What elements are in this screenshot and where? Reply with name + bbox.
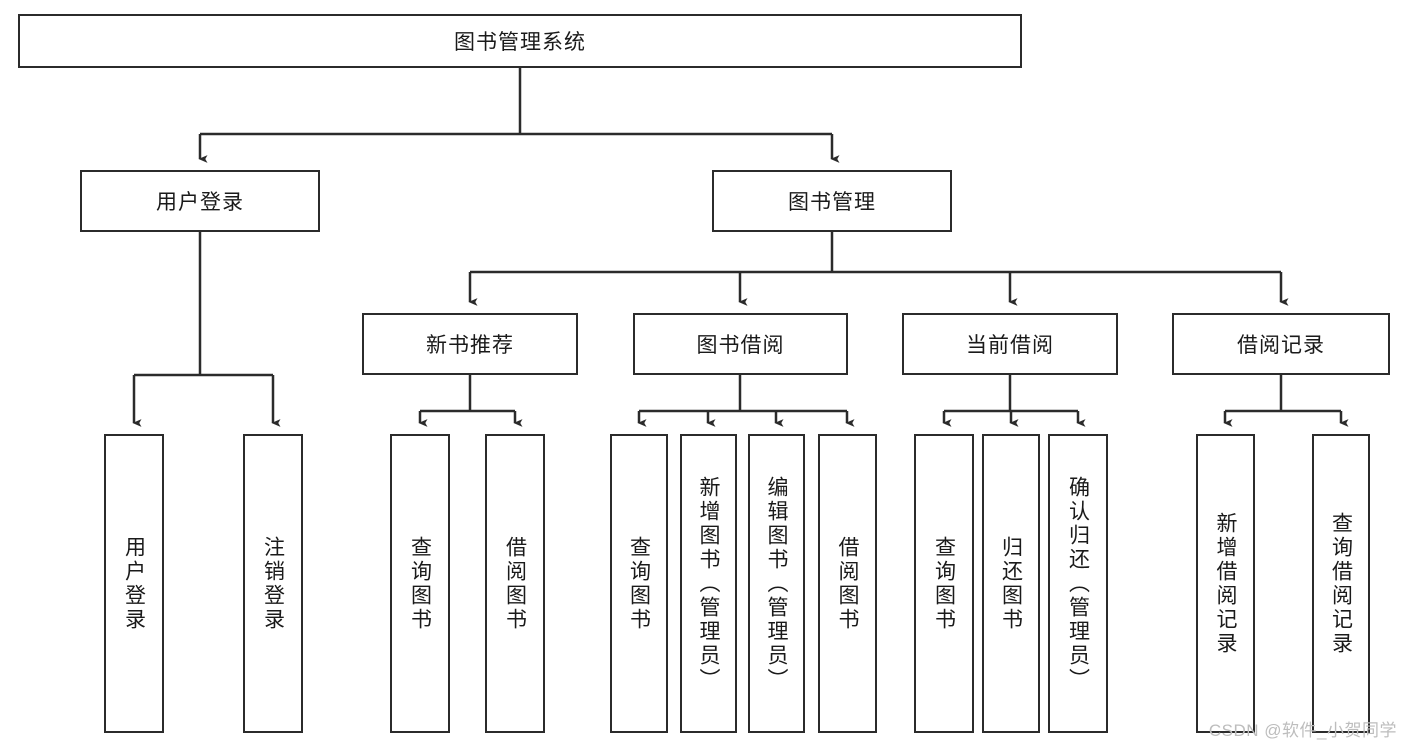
node-return-book[interactable]: 归还图书 [982, 434, 1040, 733]
node-root-title[interactable]: 图书管理系统 [18, 14, 1022, 68]
node-new-book-recommend[interactable]: 新书推荐 [362, 313, 578, 375]
node-add-borrow-record[interactable]: 新增借阅记录 [1196, 434, 1255, 733]
node-query-book-current[interactable]: 查询图书 [914, 434, 974, 733]
node-label: 查询图书 [932, 535, 956, 632]
node-borrow-book-recommend[interactable]: 借阅图书 [485, 434, 545, 733]
node-label: 编辑图书（管理员） [765, 475, 788, 692]
node-label: 查询图书 [408, 535, 432, 632]
node-current-borrow[interactable]: 当前借阅 [902, 313, 1118, 375]
node-label: 图书管理 [788, 191, 876, 214]
node-user-login-leaf[interactable]: 用户登录 [104, 434, 164, 733]
node-label: 归还图书 [999, 535, 1023, 632]
node-book-borrow[interactable]: 图书借阅 [633, 313, 848, 375]
node-label: 图书管理系统 [454, 31, 586, 54]
node-label: 用户登录 [156, 191, 244, 214]
node-label: 用户登录 [122, 535, 146, 632]
node-label: 新增图书（管理员） [697, 475, 720, 692]
node-book-management[interactable]: 图书管理 [712, 170, 952, 232]
node-confirm-return-admin[interactable]: 确认归还（管理员） [1048, 434, 1108, 733]
node-label: 确认归还（管理员） [1066, 475, 1090, 692]
node-label: 注销登录 [261, 535, 285, 632]
node-query-borrow-record[interactable]: 查询借阅记录 [1312, 434, 1370, 733]
node-logout-leaf[interactable]: 注销登录 [243, 434, 303, 733]
node-label: 新增借阅记录 [1214, 511, 1237, 656]
node-label: 查询图书 [627, 535, 651, 632]
node-borrow-book[interactable]: 借阅图书 [818, 434, 877, 733]
node-query-book-borrow[interactable]: 查询图书 [610, 434, 668, 733]
node-query-book-recommend[interactable]: 查询图书 [390, 434, 450, 733]
node-add-book-admin[interactable]: 新增图书（管理员） [680, 434, 737, 733]
node-label: 新书推荐 [426, 334, 514, 357]
node-label: 借阅记录 [1237, 334, 1325, 357]
node-label: 借阅图书 [836, 535, 859, 632]
node-label: 借阅图书 [503, 535, 527, 632]
node-user-login[interactable]: 用户登录 [80, 170, 320, 232]
node-label: 图书借阅 [696, 334, 785, 357]
node-edit-book-admin[interactable]: 编辑图书（管理员） [748, 434, 805, 733]
node-label: 查询借阅记录 [1329, 511, 1353, 656]
node-borrow-record[interactable]: 借阅记录 [1172, 313, 1390, 375]
node-label: 当前借阅 [966, 334, 1054, 357]
